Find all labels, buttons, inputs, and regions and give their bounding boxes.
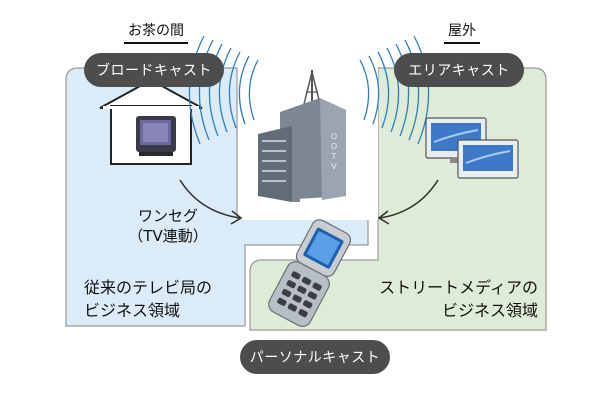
header-home: お茶の間: [124, 20, 188, 44]
display-screen-icon: [425, 117, 519, 179]
signal-waves-icon: [188, 35, 430, 145]
building-sign: OOTV: [330, 132, 338, 171]
oneseg-label: ワンセグ （TV連動）: [118, 206, 218, 246]
building-tower-icon: [258, 70, 346, 202]
oneseg-line2: （TV連動）: [128, 227, 208, 245]
curved-arrow-icon: [179, 179, 439, 225]
header-outdoor: 屋外: [444, 20, 480, 44]
tv-icon: [136, 116, 176, 156]
street-business-label: ストリートメディアの ビジネス領域: [360, 276, 538, 322]
personalcast-pill: パーソナルキャスト: [240, 340, 390, 374]
broadcast-pill: ブロードキャスト: [84, 53, 224, 87]
tv-business-line1: 従来のテレビ局の: [84, 278, 213, 297]
mobile-phone-icon: [268, 219, 352, 327]
tv-business-label: 従来のテレビ局の ビジネス領域: [84, 276, 244, 322]
areacast-pill: エリアキャスト: [394, 53, 524, 87]
oneseg-line1: ワンセグ: [137, 207, 198, 225]
tv-business-line2: ビジネス領域: [84, 301, 181, 320]
street-business-line1: ストリートメディアの: [379, 278, 538, 297]
street-business-line2: ビジネス領域: [441, 301, 538, 320]
house-tv-icon: [99, 78, 203, 165]
